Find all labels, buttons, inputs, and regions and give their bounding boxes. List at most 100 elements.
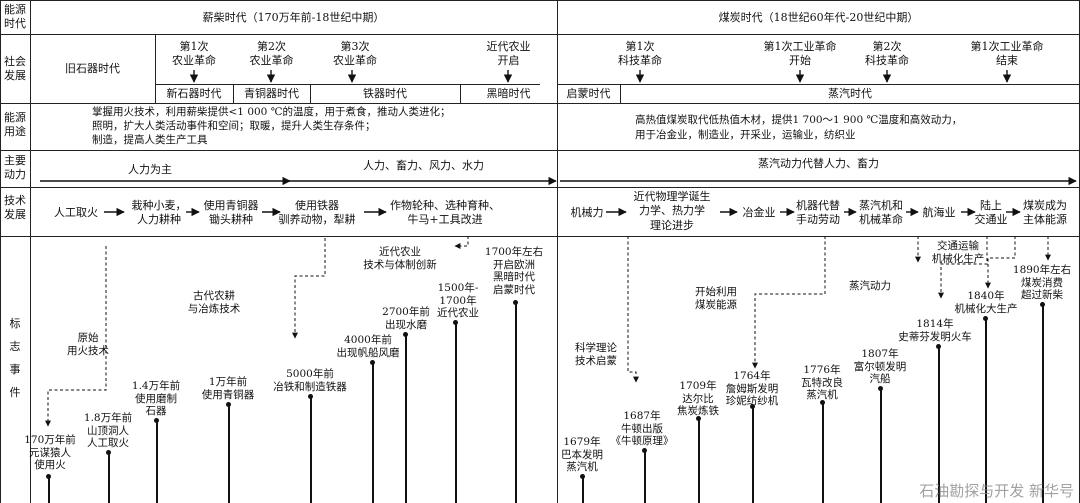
dot-e8 <box>453 320 458 325</box>
dot-e2 <box>106 450 111 455</box>
stem-e11 <box>644 450 646 503</box>
event-mass-production: 1840年 机械化大生产 <box>954 290 1018 315</box>
stem-e8 <box>455 322 457 503</box>
dot-e4 <box>226 402 231 407</box>
label-steam-power: 蒸汽动力 <box>849 280 891 292</box>
tech-machine: 机器代替 手动劳动 <box>796 199 840 227</box>
social-rev1-ag: 第1次 农业革命 <box>172 40 216 68</box>
stem-e6 <box>372 362 374 503</box>
row-label-energy-era: 能源 时代 <box>4 3 26 30</box>
event-jenny: 1764年 詹姆斯发明 珍妮纺纱机 <box>725 370 779 408</box>
event-stephenson: 1814年 史蒂芬发明火车 <box>898 318 972 343</box>
social-vline-e <box>620 84 621 103</box>
social-rev3-ag: 第3次 农业革命 <box>333 40 377 68</box>
social-rev2-ag: 第2次 农业革命 <box>249 40 294 68</box>
dot-e1 <box>46 474 51 479</box>
event-coal-consumption: 1890年左右 煤炭消费 超过新柴 <box>1012 264 1072 302</box>
dot-e9 <box>513 300 518 305</box>
event-sail-windmill: 4000年前 出现帆船风磨 <box>336 334 400 359</box>
tech-steam-engine: 蒸汽机和 机械革命 <box>859 199 903 227</box>
label-primitive-fire: 原始 用火技术 <box>67 332 109 357</box>
dot-e15 <box>878 386 883 391</box>
row-label-tech: 技术 发展 <box>4 194 26 221</box>
dot-e17 <box>983 316 988 321</box>
dot-e12 <box>696 416 701 421</box>
row-label-usage: 能源 用途 <box>4 111 26 138</box>
social-iron: 铁器时代 <box>363 87 407 100</box>
event-yuanmou: 170万年前 元谋猿人 使用火 <box>24 434 76 472</box>
stem-e12 <box>698 418 700 503</box>
row-label-social: 社会 发展 <box>4 55 26 82</box>
era-coal: 煤炭时代（18世纪60年代-20世纪中期） <box>718 11 919 24</box>
social-paleolithic: 旧石器时代 <box>65 62 120 75</box>
social-vline-a <box>155 34 156 103</box>
social-bronze: 青铜器时代 <box>244 87 299 100</box>
stem-e10 <box>582 476 584 503</box>
stem-e3 <box>156 420 158 503</box>
event-shandingdong: 1.8万年前 山顶洞人 人工取火 <box>83 412 133 450</box>
tech-metallurgy: 冶金业 <box>742 206 776 219</box>
row-line-2 <box>0 103 1080 104</box>
stem-e4 <box>228 404 230 503</box>
social-vline-d <box>460 84 461 103</box>
border-left <box>0 0 1 503</box>
stem-e9 <box>515 302 517 503</box>
social-dark: 黑暗时代 <box>486 87 531 100</box>
dot-e3 <box>154 418 159 423</box>
event-iron: 5000年前 冶铁和制造铁器 <box>273 368 347 393</box>
label-coal-use: 开始利用 煤炭能源 <box>695 286 737 311</box>
social-vline-c <box>310 84 311 103</box>
social-enlightenment: 启蒙时代 <box>566 87 611 100</box>
social-modern-ag: 近代农业 开启 <box>486 40 531 68</box>
stem-e16 <box>938 346 940 503</box>
era-divider <box>557 0 558 503</box>
row-line-1 <box>0 34 1080 35</box>
stem-e5 <box>310 396 312 503</box>
row-line-4 <box>0 187 1080 188</box>
usage-firewood: 掌握用火技术，利用薪柴提供<1 000 ℃的温度，用于煮食，推动人类进化； 照明… <box>92 106 451 146</box>
social-rev1-ind-start: 第1次工业革命 开始 <box>763 40 837 68</box>
row-line-5 <box>0 236 1080 237</box>
tech-rotation: 作物轮种、选种育种、 牛马+工具改进 <box>390 199 500 227</box>
label-science: 科学理论 技术启蒙 <box>575 342 617 367</box>
row-label-events: 标 志 事 件 <box>9 317 21 400</box>
power-mixed: 人力、畜力、风力、水力 <box>363 159 484 172</box>
dot-e5 <box>308 394 313 399</box>
row-line-3 <box>0 150 1080 151</box>
dot-e6 <box>370 360 375 365</box>
power-human: 人力为主 <box>128 163 172 176</box>
social-rev1-sci: 第1次 科技革命 <box>618 40 662 68</box>
label-modern-ag: 近代农业 技术与体制创新 <box>363 246 437 271</box>
stem-e15 <box>880 388 882 503</box>
stem-e1 <box>48 476 50 503</box>
stem-e18 <box>1042 304 1044 503</box>
tech-coal-main: 煤炭成为 主体能源 <box>1023 199 1067 227</box>
stem-e13 <box>752 406 754 503</box>
event-newton: 1687年 牛顿出版 《牛顿原理》 <box>610 410 674 448</box>
stem-e17 <box>985 318 987 503</box>
tech-mechanical: 机械力 <box>570 206 604 219</box>
stem-e2 <box>108 452 110 503</box>
label-ancient-farming: 古代农耕 与冶炼技术 <box>187 290 241 315</box>
social-rev2-sci: 第2次 科技革命 <box>865 40 909 68</box>
social-subline-right <box>557 84 1080 85</box>
dot-e13 <box>750 404 755 409</box>
power-steam: 蒸汽动力代替人力、畜力 <box>758 157 879 170</box>
social-subline-left <box>155 84 540 85</box>
stem-e14 <box>822 402 824 503</box>
era-firewood: 薪柴时代（170万年前-18世纪中期） <box>202 11 385 24</box>
event-watermill: 2700年前 出现水磨 <box>382 306 430 331</box>
usage-coal: 高热值煤炭取代低热值木材，提供1 700～1 900 ℃温度和高效动力， 用于冶… <box>635 114 963 141</box>
event-stone-tools: 1.4万年前 使用磨制 石器 <box>131 380 181 418</box>
dot-e10 <box>580 474 585 479</box>
social-vline-b <box>233 84 234 103</box>
dot-e11 <box>642 448 647 453</box>
event-bronze: 1万年前 使用青铜器 <box>201 376 255 401</box>
tech-navigation: 航海业 <box>922 206 956 219</box>
label-transport: 交通运输 机械化生产 <box>931 240 985 265</box>
dot-e7 <box>403 332 408 337</box>
social-rev1-ind-end: 第1次工业革命 结束 <box>970 40 1044 68</box>
tech-iron: 使用铁器 驯养动物，犁耕 <box>278 199 356 227</box>
stem-e7 <box>405 334 407 503</box>
